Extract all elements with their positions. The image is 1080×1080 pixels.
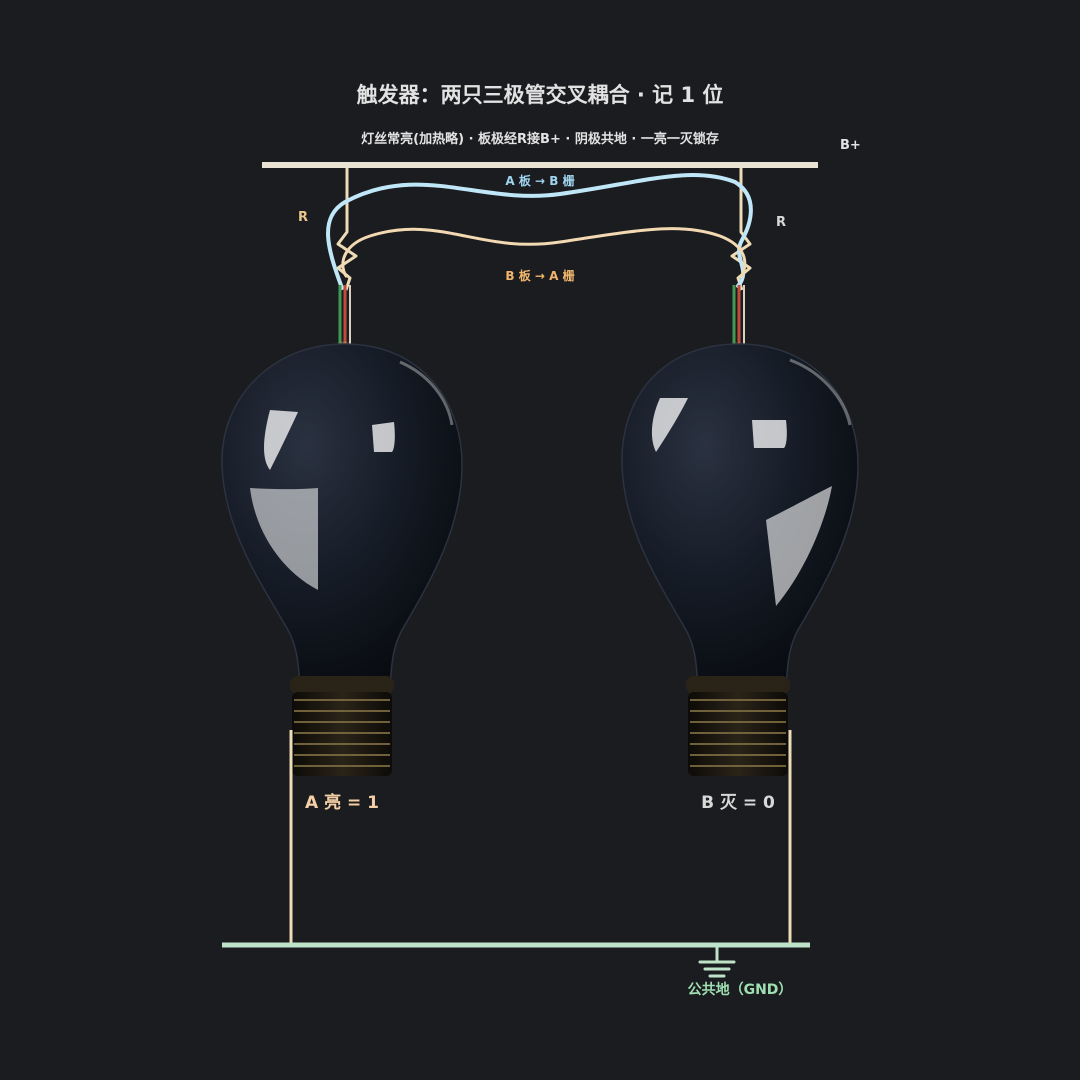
tube-b-state: B 灭 = 0	[701, 793, 775, 813]
resistor-left	[336, 168, 358, 291]
wire-a-to-b-label: A 板 → B 栅	[505, 173, 574, 188]
bplus-label: B+	[840, 138, 861, 153]
ground-symbol-icon	[698, 945, 736, 978]
gnd-label: 公共地（GND）	[688, 981, 793, 998]
wire-b-plate-to-a-grid	[341, 227, 747, 278]
light-bulb-icon	[621, 285, 859, 776]
wire-b-to-a-label: B 板 → A 栅	[505, 268, 574, 283]
resistor-right-label: R	[776, 215, 786, 230]
diagram-title: 触发器：两只三极管交叉耦合 · 记 1 位	[357, 83, 724, 107]
resistor-left-label: R	[298, 210, 308, 225]
resistor-right	[730, 168, 752, 291]
diagram-subtitle: 灯丝常亮(加热略) · 板极经R接B+ · 阴极共地 · 一亮一灭锁存	[361, 131, 719, 147]
wire-a-plate-to-b-grid	[326, 173, 753, 290]
tube-a-state: A 亮 = 1	[305, 792, 379, 813]
light-bulb-icon	[221, 285, 463, 776]
